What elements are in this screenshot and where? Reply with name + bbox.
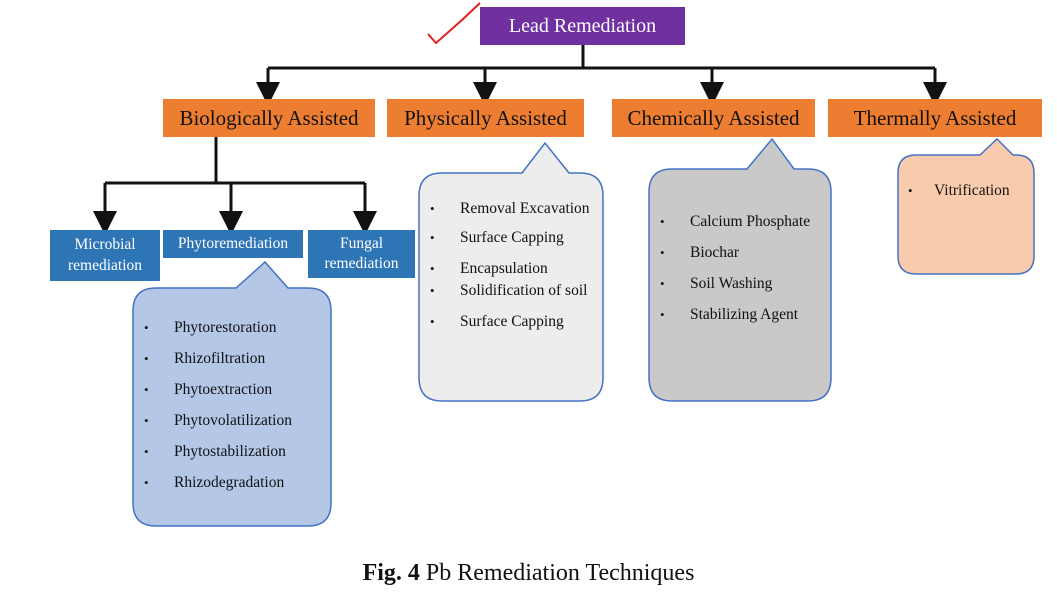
physical-item: Solidification of soil — [418, 280, 594, 301]
figure-caption: Fig. 4 Pb Remediation Techniques — [0, 560, 1057, 587]
category-physical: Physically Assisted — [387, 99, 584, 137]
phyto-item: Phytovolatilization — [132, 410, 332, 431]
chemical-item: Soil Washing — [648, 273, 832, 294]
figure-caption-text: Pb Remediation Techniques — [419, 560, 695, 586]
phyto-item: Rhizodegradation — [132, 472, 332, 493]
phyto-item: Rhizofiltration — [132, 348, 332, 369]
physical-item: Removal Excavation — [418, 198, 594, 219]
thermal-callout: Vitrification — [896, 138, 1036, 276]
physical-item: Surface Capping — [418, 311, 594, 332]
phyto-item: Phytostabilization — [132, 441, 332, 462]
category-chemical: Chemically Assisted — [612, 99, 815, 137]
chemical-item: Biochar — [648, 242, 832, 263]
category-thermal: Thermally Assisted — [828, 99, 1042, 137]
phytoremediation-callout: Phytorestoration Rhizofiltration Phytoex… — [132, 261, 332, 527]
chemical-item: Calcium Phosphate — [648, 211, 832, 232]
checkmark-icon — [427, 2, 481, 45]
physical-item: Surface Capping — [418, 227, 594, 248]
chemical-item: Stabilizing Agent — [648, 304, 832, 325]
physical-item: Encapsulation — [418, 258, 594, 279]
root-node: Lead Remediation — [480, 7, 685, 45]
category-biological: Biologically Assisted — [163, 99, 375, 137]
phyto-item: Phytoextraction — [132, 379, 332, 400]
chemical-callout: Calcium Phosphate Biochar Soil Washing S… — [648, 138, 832, 402]
subcategory-fungal: Fungal remediation — [308, 230, 415, 278]
physical-callout: Removal Excavation Surface Capping Encap… — [418, 142, 604, 402]
subcategory-phytoremediation: Phytoremediation — [163, 230, 303, 258]
figure-label: Fig. 4 — [362, 560, 420, 586]
subcategory-microbial: Microbial remediation — [50, 230, 160, 281]
phyto-item: Phytorestoration — [132, 317, 332, 338]
thermal-item: Vitrification — [896, 180, 1036, 201]
